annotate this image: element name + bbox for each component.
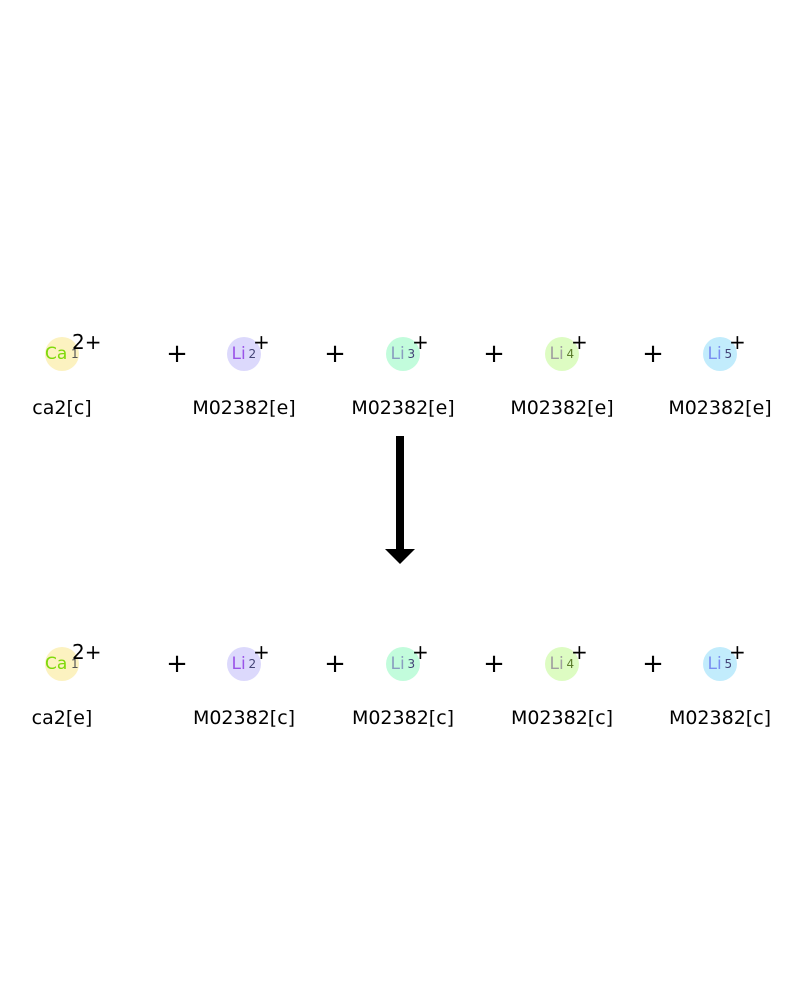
arrow-head [385, 549, 415, 564]
plus-sign: + [324, 339, 346, 369]
species-label: ca2[e] [31, 707, 93, 729]
ion-charge: + [253, 330, 270, 354]
atom-highlight [386, 647, 420, 681]
element-symbol: Li [549, 654, 564, 674]
element-symbol: Li [231, 654, 246, 674]
plus-sign: + [166, 339, 188, 369]
atom-index: 4 [566, 657, 575, 671]
plus-sign: + [483, 649, 505, 679]
atom-index: 3 [407, 657, 416, 671]
species-label: M02382[e] [351, 397, 455, 419]
element-symbol: Li [549, 344, 564, 364]
atom-index: 1 [71, 657, 79, 671]
plus-sign: + [642, 339, 664, 369]
ion-charge: + [571, 640, 588, 664]
plus-sign: + [166, 649, 188, 679]
atom-index: 3 [407, 347, 416, 361]
species-label: M02382[c] [510, 707, 614, 729]
element-symbol: Li [707, 654, 722, 674]
atom-index: 1 [71, 347, 79, 361]
atom-index: 5 [724, 657, 733, 671]
element-symbol: Ca [45, 344, 68, 364]
element-symbol: Li [707, 344, 722, 364]
atom-highlight [545, 647, 579, 681]
arrow-shaft [396, 436, 404, 552]
atom-highlight [386, 337, 420, 371]
ion-charge: + [253, 640, 270, 664]
species-label: M02382[c] [668, 707, 772, 729]
species-label: M02382[e] [510, 397, 614, 419]
atom-highlight [227, 647, 261, 681]
ion-charge: + [729, 330, 746, 354]
element-symbol: Ca [45, 654, 68, 674]
atom-highlight [703, 337, 737, 371]
species-label: M02382[c] [351, 707, 455, 729]
species-label: M02382[c] [192, 707, 296, 729]
ion-charge: 2+ [72, 330, 102, 354]
species-label: M02382[e] [668, 397, 772, 419]
plus-sign: + [483, 339, 505, 369]
atom-highlight [703, 647, 737, 681]
element-symbol: Li [390, 654, 405, 674]
element-symbol: Li [390, 344, 405, 364]
ion-charge: 2+ [72, 640, 102, 664]
ion-charge: + [571, 330, 588, 354]
atom-highlight [45, 337, 79, 371]
ion-charge: + [412, 640, 429, 664]
atom-index: 2 [248, 347, 257, 361]
atom-index: 4 [566, 347, 575, 361]
species-label: M02382[e] [192, 397, 296, 419]
plus-sign: + [324, 649, 346, 679]
atom-highlight [227, 337, 261, 371]
element-symbol: Li [231, 344, 246, 364]
species-label: ca2[c] [32, 397, 92, 419]
atom-index: 2 [248, 657, 257, 671]
plus-sign: + [642, 649, 664, 679]
atom-highlight [45, 647, 79, 681]
atom-highlight [545, 337, 579, 371]
ion-charge: + [729, 640, 746, 664]
ion-charge: + [412, 330, 429, 354]
atom-index: 5 [724, 347, 733, 361]
